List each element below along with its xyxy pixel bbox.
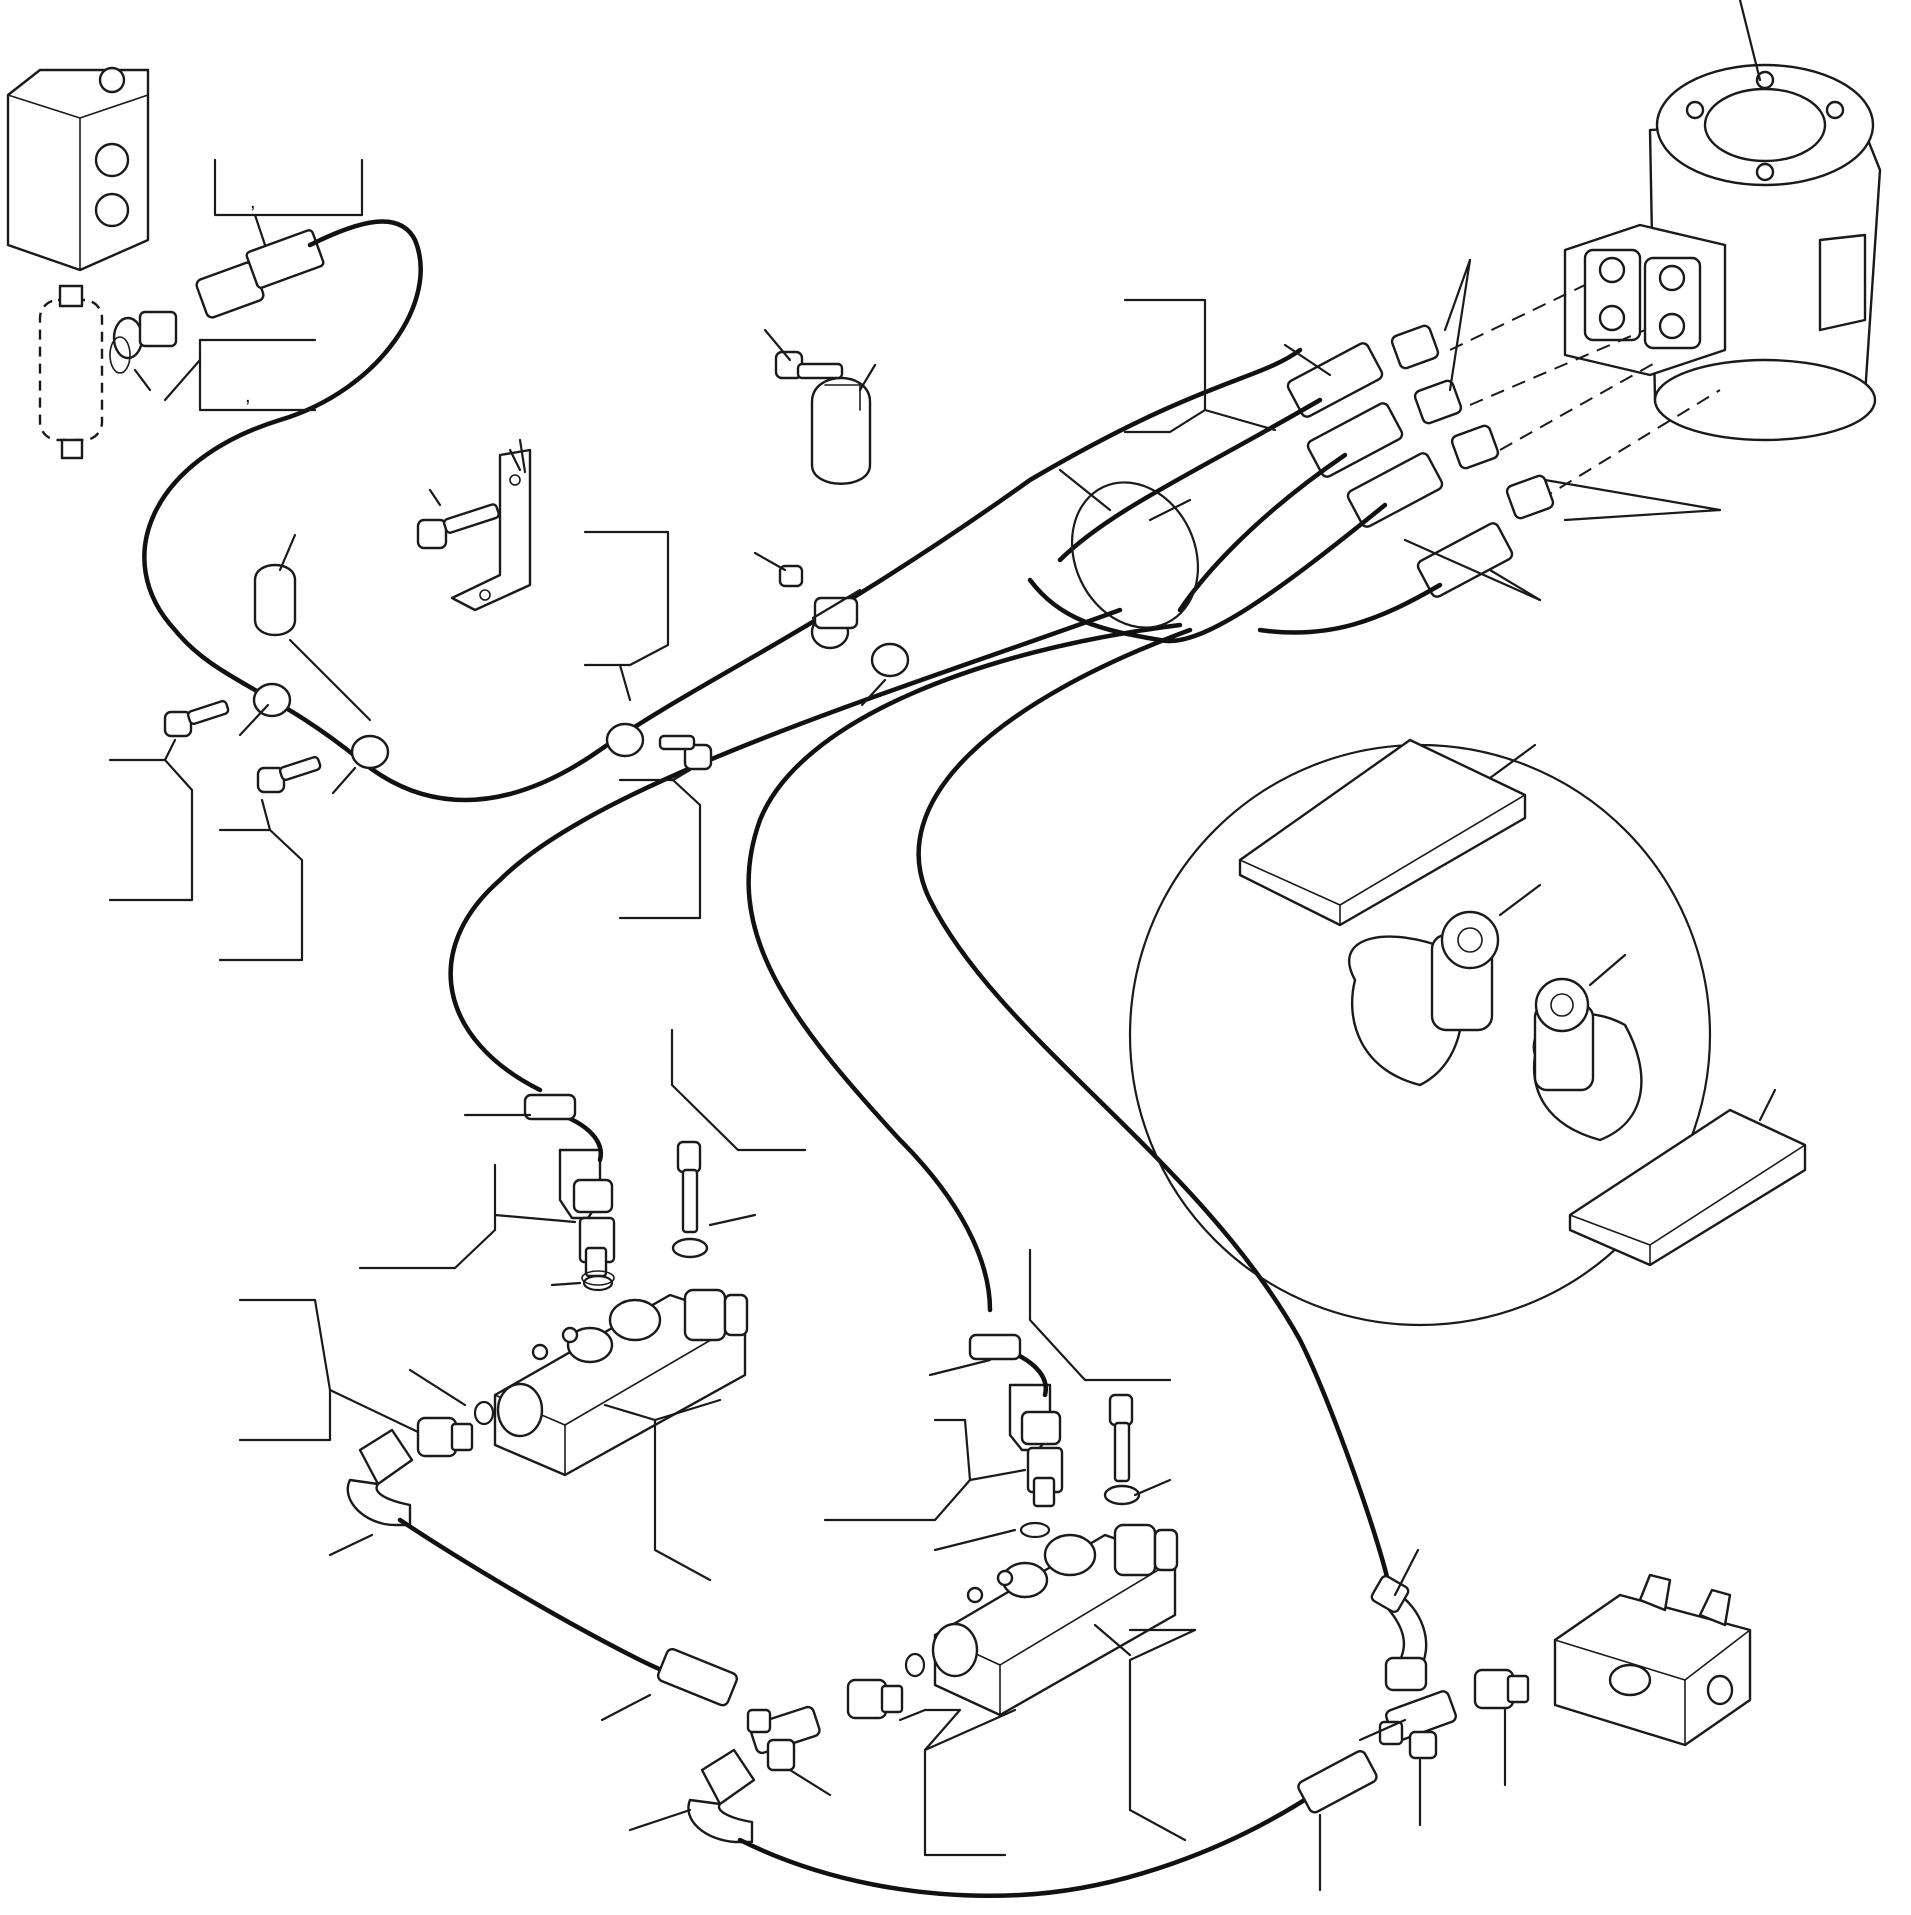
junction-block	[1553, 1573, 1752, 1747]
hose-clamps-left	[252, 563, 910, 770]
hose-assembly-left-lower	[346, 1428, 738, 1707]
hex-bolt-top	[774, 350, 844, 380]
o-ring-left	[473, 1274, 614, 1426]
bolt-and-washer-left	[671, 1140, 709, 1259]
selector-valve	[6, 66, 150, 272]
adapter-fitting-top-left	[109, 310, 178, 374]
brake-valve-right	[931, 1523, 1179, 1717]
hose-ends-upper	[1027, 342, 1514, 644]
hex-bolts-left	[163, 564, 804, 794]
hex-bolt-bracket	[416, 503, 500, 550]
hose-assembly-main	[448, 607, 1393, 1593]
pressure-switch	[38, 284, 104, 460]
adapter-fitting-right	[1473, 1668, 1530, 1710]
leader-pump	[1738, 0, 1762, 82]
fitting-stack-left	[523, 1093, 616, 1286]
detail-leaders	[1488, 743, 1777, 1122]
connection-dashes	[1449, 284, 1721, 501]
adapter-fittings-pump	[1390, 324, 1555, 520]
hose-assembly-left	[142, 219, 1303, 803]
hose-assembly-bottom	[687, 1748, 1378, 1898]
mark-2: ,	[245, 385, 251, 407]
callout-leaders	[108, 158, 1722, 1892]
adapter-left-lower	[416, 1416, 474, 1458]
tee-fitting-right	[1378, 1690, 1457, 1760]
clamp-detail-circle	[1128, 738, 1807, 1327]
mark-1: ,	[250, 191, 256, 213]
steering-pump	[1563, 63, 1882, 442]
elbow-fitting-right	[1370, 1575, 1428, 1692]
o-ring-right	[904, 1521, 1051, 1678]
hose-clamp-top	[810, 376, 872, 485]
fitting-stack-right	[968, 1333, 1064, 1508]
bolt-and-washer-right	[1103, 1393, 1141, 1506]
tee-fitting-left	[746, 1705, 821, 1772]
brake-valve-left	[493, 1288, 749, 1477]
mounting-bracket	[450, 448, 532, 612]
hose-strap	[1070, 481, 1200, 629]
adapter-right-lower	[846, 1678, 904, 1720]
